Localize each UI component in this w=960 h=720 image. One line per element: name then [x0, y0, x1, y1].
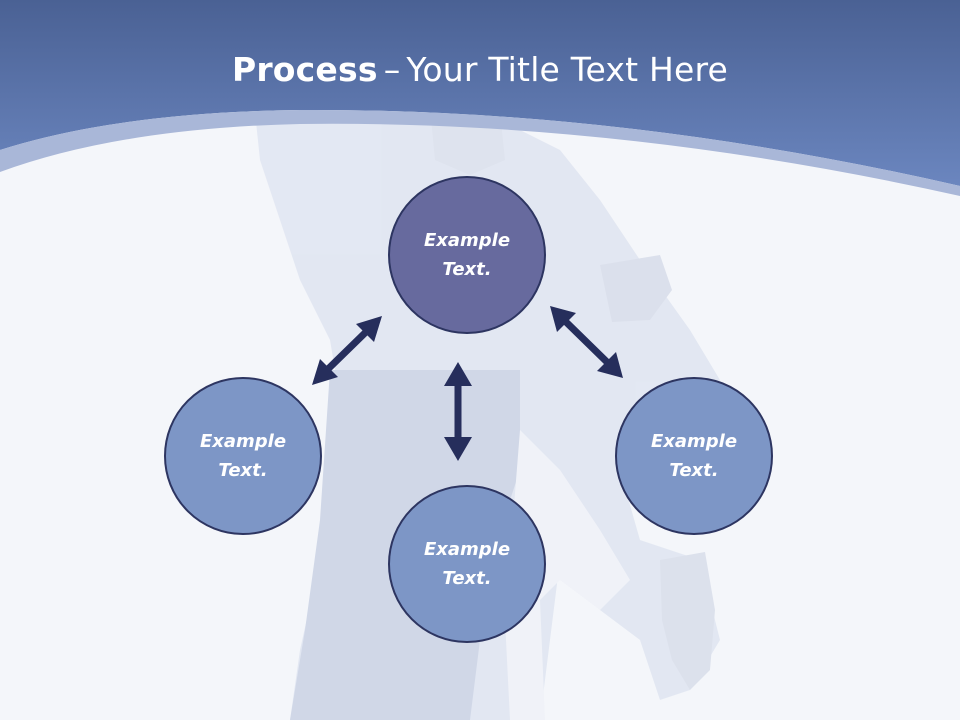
header-band — [0, 0, 960, 186]
process-node-left[interactable]: Example Text. — [164, 377, 322, 535]
header-swoosh — [0, 109, 960, 196]
node-label: Example Text. — [199, 431, 287, 481]
slide-title: Process–Your Title Text Here — [0, 50, 960, 89]
process-node-bottom[interactable]: Example Text. — [388, 485, 546, 643]
connector-arrows — [323, 317, 612, 443]
arrowhead — [356, 316, 382, 342]
process-node-right[interactable]: Example Text. — [615, 377, 773, 535]
arrowhead — [550, 306, 576, 332]
arrowhead — [597, 352, 623, 378]
node-label: Example Text. — [423, 230, 511, 280]
node-label: Example Text. — [423, 539, 511, 589]
title-bold: Process — [231, 50, 378, 89]
arrowhead — [444, 362, 472, 386]
title-text: Your Title Text Here — [406, 50, 729, 89]
title-separator: – — [383, 50, 401, 89]
arrowhead — [444, 437, 472, 461]
node-label: Example Text. — [650, 431, 738, 481]
arrowhead — [312, 359, 338, 385]
process-node-top[interactable]: Example Text. — [388, 176, 546, 334]
